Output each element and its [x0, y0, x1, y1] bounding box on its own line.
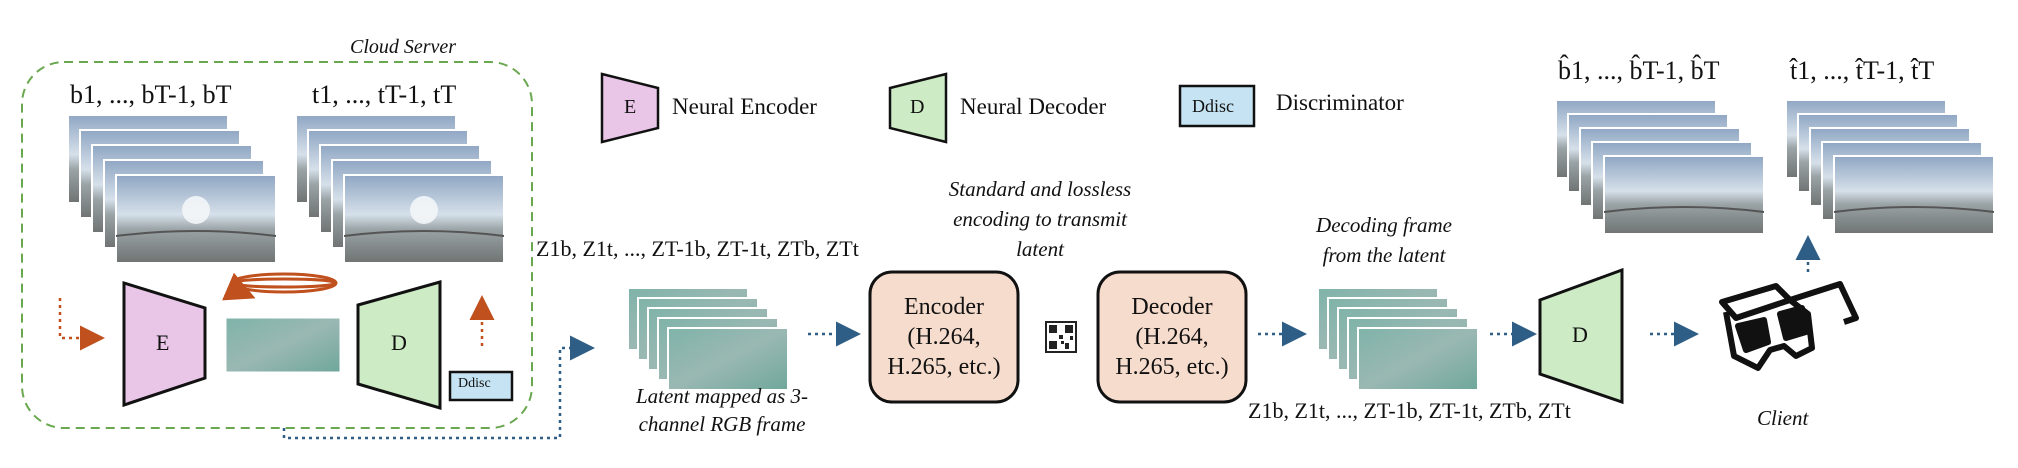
- legend-discriminator-letter: Ddisc: [1192, 96, 1234, 116]
- legend-decoder-label: Neural Decoder: [960, 94, 1107, 119]
- latent-sequence-bottom: Z1b, Z1t, ..., ZT-1b, ZT-1t, ZTb, ZTt: [1248, 398, 1571, 423]
- codec-decoder-text: Decoder (H.264, H.265, etc.): [1098, 292, 1246, 382]
- legend-encoder-letter: E: [624, 96, 637, 118]
- base-frames-label: b1, ..., bT-1, bT: [70, 80, 232, 109]
- base-frame-stack: [67, 114, 277, 264]
- latent-frame-caption: Latent mapped as 3-channel RGB frame: [635, 384, 809, 436]
- codec-encoder-detail-1: (H.264,: [907, 324, 981, 350]
- encoder-input-arrow: [58, 298, 105, 351]
- standard-encoding-caption: Standard and lossless encoding to transm…: [948, 177, 1132, 261]
- decoded-latent-stack: [1317, 287, 1479, 391]
- codec-encoder-box: [868, 270, 1020, 404]
- codec-encoder-detail-2: H.265, etc.): [887, 354, 1001, 380]
- codec-decoder-box: [1096, 270, 1248, 404]
- codec-decoder-detail-1: (H.264,: [1135, 324, 1209, 350]
- cloud-encoder-letter: E: [156, 330, 170, 355]
- legend-decoder-shape: [888, 72, 948, 144]
- codec-decoder-detail-2: H.265, etc.): [1115, 354, 1229, 380]
- cloud-latent-frame: [225, 317, 341, 373]
- training-loop-arrow: [222, 272, 338, 301]
- client-caption: Client: [1757, 406, 1809, 430]
- cloud-discriminator-letter: Ddisc: [458, 376, 491, 391]
- cloud-decoder-letter: D: [391, 330, 407, 355]
- client-decoder-letter: D: [1572, 322, 1588, 347]
- reconstructed-base-stack: [1555, 99, 1765, 235]
- legend-decoder-letter: D: [910, 96, 925, 118]
- qr-code-icon: [1045, 321, 1077, 353]
- cloud-to-latent-arrow: [282, 335, 595, 440]
- client-decoder-shape: [1538, 267, 1624, 405]
- decoding-caption: Decoding frame from the latent: [1316, 213, 1452, 267]
- texture-frame-stack: [295, 114, 505, 264]
- cloud-server-boundary: [21, 61, 533, 429]
- reconstructed-texture-stack: [1785, 99, 1995, 235]
- legend-encoder-shape: [600, 72, 660, 144]
- vr-glasses-icon: [1719, 281, 1859, 371]
- output-base-label: b̂1, ..., b̂T-1, b̂T: [1558, 56, 1720, 85]
- cloud-encoder-shape: [122, 280, 207, 408]
- latent-frame-stack: [627, 287, 789, 391]
- legend-discriminator-shape: [1178, 84, 1256, 128]
- cloud-server-title: Cloud Server: [350, 36, 457, 58]
- cloud-discriminator-shape: [448, 370, 514, 402]
- texture-frames-label: t1, ..., tT-1, tT: [312, 80, 457, 109]
- codec-encoder-text: Encoder (H.264, H.265, etc.): [870, 292, 1018, 382]
- output-texture-label: t̂1, ..., t̂T-1, t̂T: [1790, 56, 1935, 85]
- legend-discriminator-label: Discriminator: [1276, 90, 1404, 115]
- legend-encoder-label: Neural Encoder: [672, 94, 817, 119]
- codec-encoder-title: Encoder: [904, 294, 984, 320]
- cloud-decoder-shape: [356, 280, 442, 411]
- codec-decoder-title: Decoder: [1131, 294, 1213, 320]
- latent-sequence-top: Z1b, Z1t, ..., ZT-1b, ZT-1t, ZTb, ZTt: [536, 236, 859, 261]
